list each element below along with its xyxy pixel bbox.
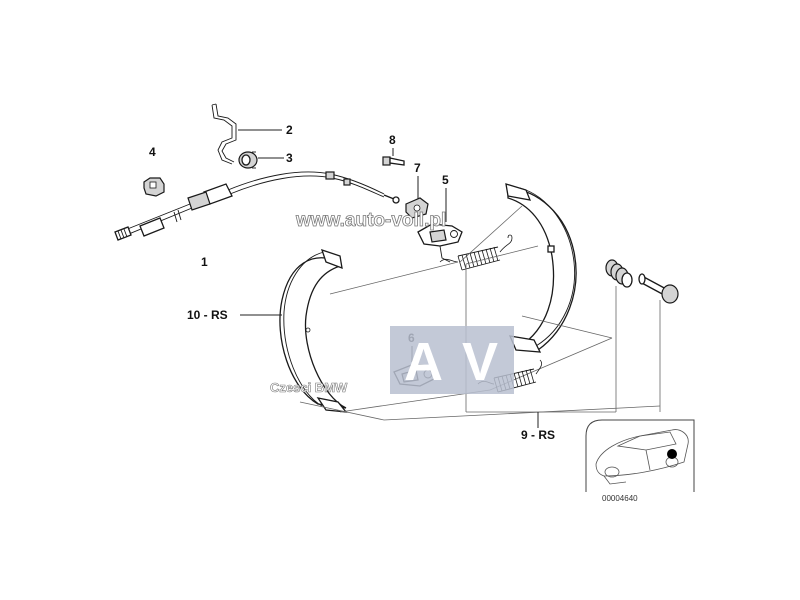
callout-5: 5 (442, 173, 449, 187)
callout-8: 8 (389, 133, 396, 147)
callout-10: 10 - RS (187, 308, 228, 322)
hold-down-spring (605, 259, 633, 288)
car-icon (595, 429, 689, 485)
callout-7: 7 (414, 161, 421, 175)
logo-letter-v: V (462, 332, 498, 392)
mounting-bracket (405, 197, 429, 219)
logo-block (390, 326, 514, 394)
hold-down-pin (638, 273, 679, 304)
location-marker (667, 449, 677, 459)
logo-letter-a: A (404, 332, 443, 392)
brand-watermark: Czesci BMW (270, 380, 348, 395)
callout-3: 3 (286, 151, 293, 165)
cable-clip (143, 177, 165, 197)
vehicle-inset: 00004640 (585, 419, 695, 503)
callout-4: 4 (149, 145, 156, 159)
handbrake-cable (114, 171, 400, 241)
callout-1: 1 (201, 255, 208, 269)
right-brake-shoe (505, 183, 577, 353)
callout-9: 9 - RS (521, 428, 555, 442)
assembly-lines (299, 205, 661, 421)
expander-lever (417, 223, 463, 263)
site-watermark: www.auto-voll.pl (295, 210, 446, 231)
upper-return-spring (439, 234, 513, 271)
left-brake-shoe (279, 248, 348, 413)
bracket-clip (211, 103, 237, 165)
callout-2: 2 (286, 123, 293, 137)
bolt (382, 156, 405, 166)
av-logo-watermark: A V (390, 326, 514, 394)
diagram-code: 00004640 (602, 494, 638, 503)
grommet (238, 151, 258, 169)
